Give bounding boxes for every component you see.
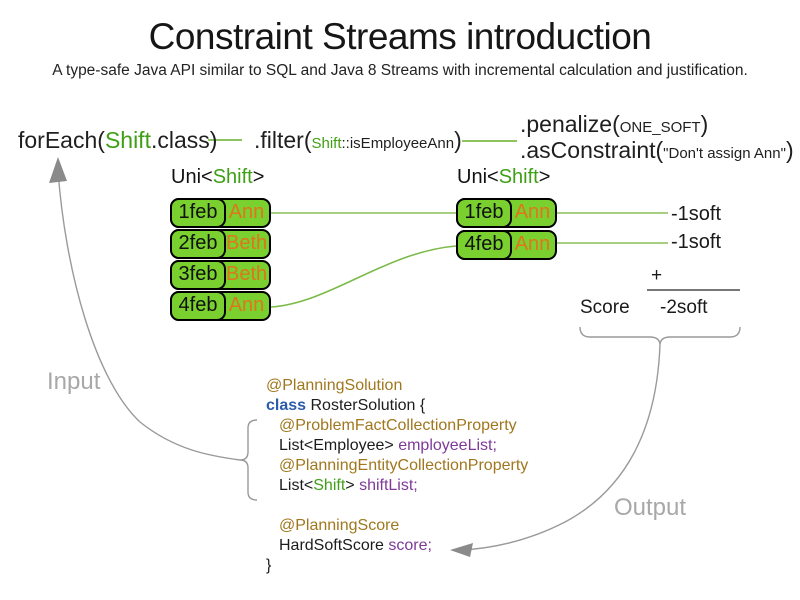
filter-post: ) [454, 127, 462, 153]
left-row-4feb: 4feb Ann [170, 291, 271, 321]
score-brace [579, 326, 741, 345]
filter-arg-type: Shift [311, 135, 342, 152]
code-class-name: RosterSolution { [306, 397, 426, 414]
filter-arg-method: ::isEmployeeAnn [341, 135, 455, 152]
left-row-3feb: 3feb Beth [170, 260, 271, 290]
left-row-2feb: 2feb Beth [170, 229, 271, 259]
code-annotation-planning-score: @PlanningScore [279, 517, 400, 534]
employee-cell: Ann [514, 233, 551, 255]
output-arrowhead-icon [450, 543, 473, 557]
filter-pre: .filter( [254, 127, 312, 153]
code-shift-list-line: List<Shift> shiftList; [266, 476, 528, 496]
code-score-field: score; [388, 537, 432, 554]
code-shift-list-field: shiftList; [359, 477, 418, 494]
asconstraint-pre: .asConstraint( [520, 137, 664, 163]
right-row-4feb: 4feb Ann [456, 230, 557, 260]
output-label: Output [614, 494, 687, 521]
code-keyword-class: class [266, 397, 307, 414]
code-blank-line [266, 496, 528, 516]
code-annotation-planning-entity: @PlanningEntityCollectionProperty [279, 457, 529, 474]
right-stream-label-post: > [538, 166, 551, 188]
penalize-expression: .penalize(ONE_SOFT) [520, 111, 708, 138]
date-cell: 4feb [456, 230, 512, 260]
penalize-post: ) [700, 111, 709, 137]
input-label: Input [47, 368, 101, 395]
left-stream-label-post: > [252, 166, 265, 188]
date-cell: 3feb [170, 260, 226, 290]
code-employee-list-line: List<Employee> employeeList; [266, 436, 528, 456]
right-row-1feb: 1feb Ann [456, 198, 557, 228]
foreach-post: .class) [150, 127, 218, 153]
plus-sign: + [651, 265, 663, 286]
left-stream-label-pre: Uni< [171, 166, 213, 188]
score-label: Score [580, 297, 630, 318]
left-stream-label-type: Shift [212, 166, 253, 188]
match2-penalty: -1soft [671, 231, 722, 253]
code-shift-list-type-b: > [345, 477, 360, 494]
code-class-declaration: class RosterSolution { [266, 396, 528, 416]
asconstraint-expression: .asConstraint("Don't assign Ann") [520, 137, 794, 164]
penalize-arg: ONE_SOFT [619, 119, 701, 136]
employee-cell: Ann [228, 294, 265, 316]
right-stream-label: Uni<Shift> [457, 166, 550, 189]
match1-penalty: -1soft [671, 203, 722, 225]
input-brace [239, 419, 258, 501]
date-cell: 1feb [456, 198, 512, 228]
code-score-line: HardSoftScore score; [266, 536, 528, 556]
asconstraint-post: ) [785, 137, 794, 163]
left-row-1feb: 1feb Ann [170, 198, 271, 228]
code-score-type: HardSoftScore [279, 537, 389, 554]
input-curve [57, 169, 241, 461]
left-stream-label: Uni<Shift> [171, 166, 264, 189]
right-stream-label-pre: Uni< [457, 166, 499, 188]
code-closing-brace: } [266, 557, 272, 574]
code-annotation-planning-solution: @PlanningSolution [266, 377, 403, 394]
right-stream-label-type: Shift [498, 166, 539, 188]
input-arrowhead-icon [49, 157, 67, 183]
date-cell: 2feb [170, 229, 226, 259]
employee-cell: Ann [514, 201, 551, 223]
output-curve [461, 343, 661, 551]
penalize-pre: .penalize( [520, 111, 620, 137]
filter-expression: .filter(Shift::isEmployeeAnn) [254, 127, 462, 154]
match-curve-4feb [270, 245, 457, 308]
date-cell: 4feb [170, 291, 226, 321]
employee-cell: Ann [228, 201, 265, 223]
employee-cell: Beth [226, 232, 268, 254]
roster-solution-code: @PlanningSolution class RosterSolution {… [266, 376, 528, 576]
employee-cell: Beth [226, 263, 268, 285]
code-annotation-problem-fact: @ProblemFactCollectionProperty [279, 417, 517, 434]
asconstraint-arg: "Don't assign Ann" [663, 145, 786, 162]
foreach-type: Shift [104, 127, 151, 153]
score-total: -2soft [660, 297, 708, 318]
code-shift-list-type-a: List< [279, 477, 314, 494]
page-title: Constraint Streams introduction [148, 16, 652, 57]
code-employee-list-type: List<Employee> [279, 437, 399, 454]
page-subtitle: A type-safe Java API similar to SQL and … [52, 62, 748, 79]
foreach-pre: forEach( [18, 127, 105, 153]
foreach-expression: forEach(Shift.class) [18, 127, 217, 154]
date-cell: 1feb [170, 198, 226, 228]
code-employee-list-field: employeeList; [398, 437, 497, 454]
code-shift-type: Shift [313, 477, 346, 494]
